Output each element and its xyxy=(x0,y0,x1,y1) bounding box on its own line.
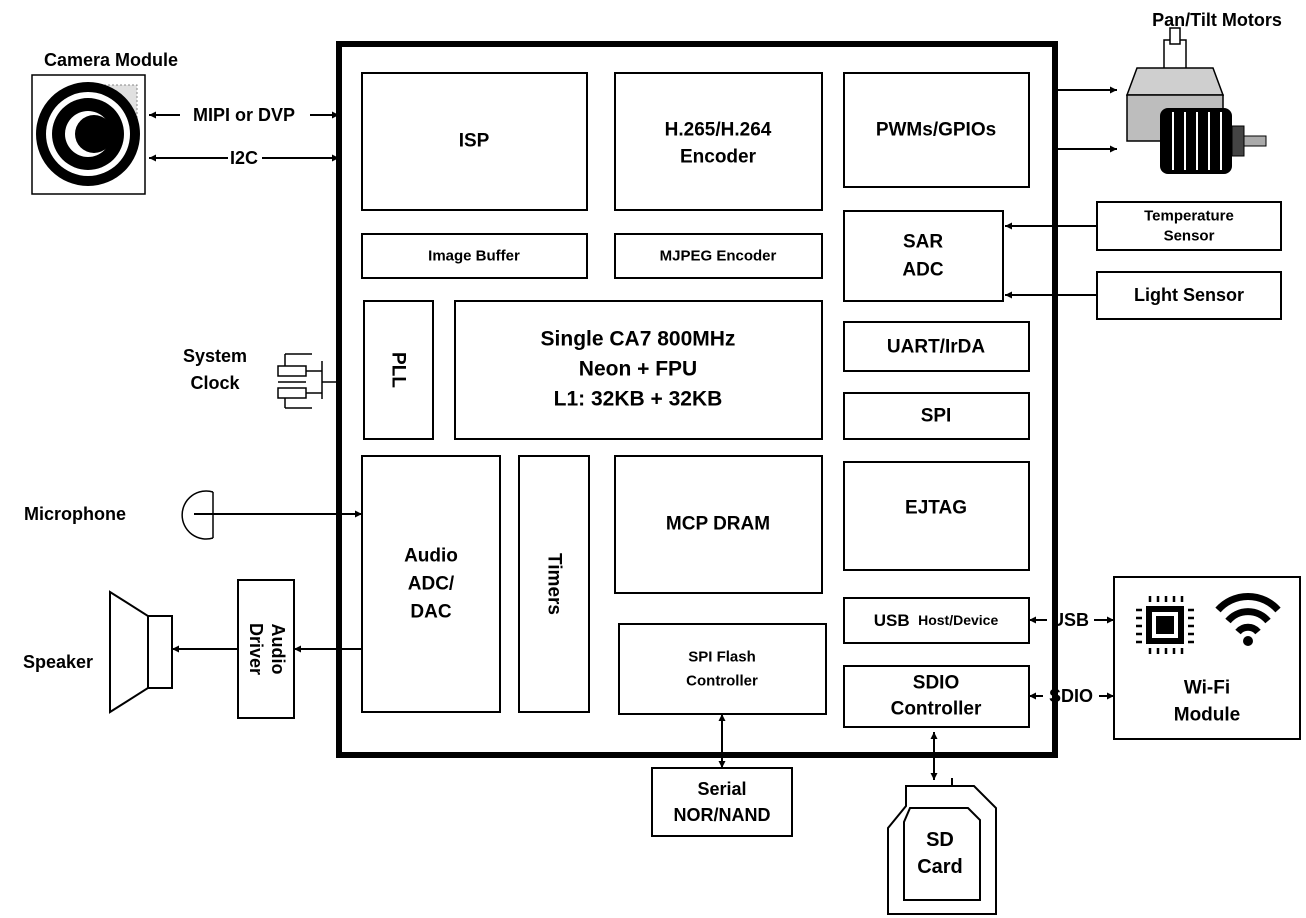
spi-flash-label-line2: Controller xyxy=(686,673,758,690)
pwm-gpio-label: PWMs/GPIOs xyxy=(876,120,996,141)
sar-label-line2: ADC xyxy=(902,260,943,281)
sdio-controller-block: SDIO Controller xyxy=(843,665,1030,728)
ejtag-block: EJTAG xyxy=(843,461,1030,571)
spi-block: SPI xyxy=(843,392,1030,440)
usb-main-label: USB xyxy=(874,611,910,630)
audio-adc-dac-block: Audio ADC/ DAC xyxy=(361,455,501,713)
encoder-label-line1: H.265/H.264 xyxy=(665,120,772,141)
timers-label: Timers xyxy=(544,553,565,615)
mipi-dvp-label: MIPI or DVP xyxy=(193,105,295,125)
mjpeg-label: MJPEG Encoder xyxy=(660,248,777,265)
motor-icon xyxy=(1125,27,1267,174)
usb-link-label: USB xyxy=(1051,610,1089,630)
sd-card-line1: SD xyxy=(926,829,954,851)
temperature-sensor-box: Temperature Sensor xyxy=(1096,201,1282,251)
pwm-gpio-block: PWMs/GPIOs xyxy=(843,72,1030,188)
cpu-label-line3: L1: 32KB + 32KB xyxy=(554,388,723,411)
light-sensor-label: Light Sensor xyxy=(1134,285,1244,305)
audio-driver-box: Audio Driver xyxy=(237,579,295,719)
temperature-sensor-line2: Sensor xyxy=(1164,228,1215,245)
audio-driver-line1: Audio xyxy=(268,624,288,675)
crystal-icon xyxy=(277,353,339,409)
usb-sub-label: Host/Device xyxy=(918,612,998,628)
system-clock-line2: Clock xyxy=(190,373,240,393)
spi-flash-controller-block: SPI Flash Controller xyxy=(618,623,827,715)
encoder-label-line2: Encoder xyxy=(680,147,757,168)
temperature-sensor-line1: Temperature xyxy=(1144,208,1234,225)
sar-label-line1: SAR xyxy=(903,232,943,253)
sar-adc-block: SAR ADC xyxy=(843,210,1004,302)
image-buffer-block: Image Buffer xyxy=(361,233,588,279)
mjpeg-encoder-block: MJPEG Encoder xyxy=(614,233,823,279)
pll-label: PLL xyxy=(388,352,409,388)
sd-card-line2: Card xyxy=(917,856,963,878)
timers-block: Timers xyxy=(518,455,590,713)
sdio-link-label: SDIO xyxy=(1049,686,1093,706)
ejtag-label: EJTAG xyxy=(905,498,967,519)
usb-block: USB Host/Device xyxy=(843,597,1030,644)
spi-flash-label-line1: SPI Flash xyxy=(688,649,756,666)
light-sensor-box: Light Sensor xyxy=(1096,271,1282,320)
wifi-icon xyxy=(1215,593,1281,646)
sdio-label-line1: SDIO xyxy=(913,673,959,694)
speaker-icon xyxy=(109,590,173,714)
image-buffer-label: Image Buffer xyxy=(428,248,520,265)
wifi-module-box: Wi-Fi Module xyxy=(1113,576,1301,740)
camera-icon xyxy=(31,74,146,195)
h265-encoder-block: H.265/H.264 Encoder xyxy=(614,72,823,211)
isp-label: ISP xyxy=(459,131,490,152)
serial-flash-line2: NOR/NAND xyxy=(674,805,771,825)
cpu-block: Single CA7 800MHz Neon + FPU L1: 32KB + … xyxy=(454,300,823,440)
uart-label: UART/IrDA xyxy=(887,337,985,358)
serial-nor-nand-box: Serial NOR/NAND xyxy=(651,767,793,837)
speaker-label: Speaker xyxy=(23,652,93,672)
cpu-label-line2: Neon + FPU xyxy=(579,358,697,381)
serial-flash-line1: Serial xyxy=(697,779,746,799)
isp-block: ISP xyxy=(361,72,588,211)
wifi-module-line2: Module xyxy=(1174,705,1241,726)
sdio-label-line2: Controller xyxy=(891,699,982,720)
mcp-dram-block: MCP DRAM xyxy=(614,455,823,594)
audio-driver-line2: Driver xyxy=(246,623,266,675)
usb-block-label: USB Host/Device xyxy=(874,611,999,630)
cpu-label-line1: Single CA7 800MHz xyxy=(541,328,736,351)
camera-module-label: Camera Module xyxy=(44,50,178,70)
chip-icon xyxy=(1136,596,1194,654)
system-clock-line1: System xyxy=(183,346,247,366)
i2c-label: I2C xyxy=(230,148,258,168)
audio-label-line1: Audio xyxy=(404,546,458,567)
wifi-module-line1: Wi-Fi xyxy=(1184,678,1230,699)
pll-block: PLL xyxy=(363,300,434,440)
audio-label-line3: DAC xyxy=(410,602,451,623)
microphone-label: Microphone xyxy=(24,504,126,524)
mcp-dram-label: MCP DRAM xyxy=(666,514,770,535)
spi-label: SPI xyxy=(921,406,952,427)
uart-irda-block: UART/IrDA xyxy=(843,321,1030,372)
pan-tilt-motors-label: Pan/Tilt Motors xyxy=(1152,10,1282,30)
sd-card-icon: SD Card xyxy=(887,778,997,915)
audio-label-line2: ADC/ xyxy=(408,574,455,595)
